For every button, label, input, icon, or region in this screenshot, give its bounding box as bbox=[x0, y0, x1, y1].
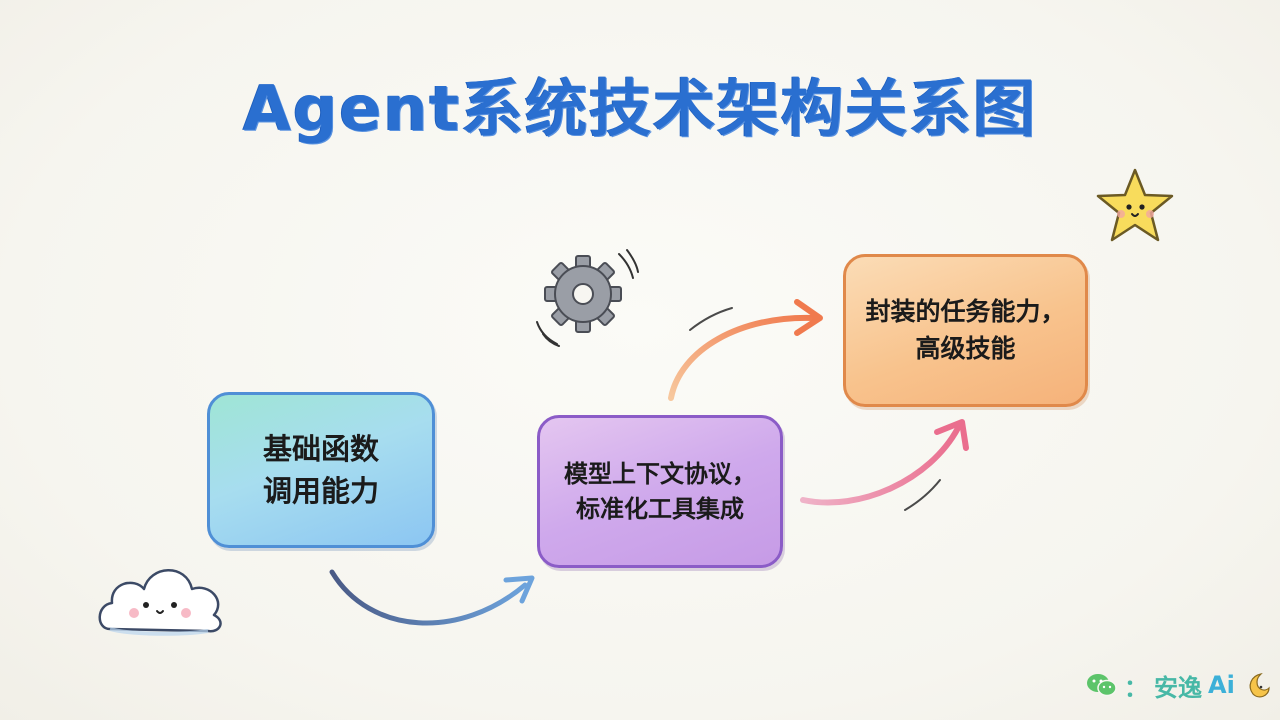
node-skills: 封装的任务能力， 高级技能 bbox=[843, 254, 1088, 407]
watermark: ： 安逸 Ai bbox=[1086, 668, 1271, 702]
watermark-ai: Ai bbox=[1208, 671, 1235, 699]
star-icon bbox=[1096, 168, 1174, 242]
gear-icon bbox=[536, 249, 639, 347]
diagram-title: Agent系统技术架构关系图 bbox=[242, 72, 1038, 145]
arrow-protocol-to-skills-upper bbox=[668, 299, 823, 401]
moon-icon bbox=[1249, 673, 1270, 698]
watermark-colon: ： bbox=[1124, 673, 1148, 702]
arrow-protocol-to-skills-lower bbox=[800, 419, 969, 511]
cloud-icon bbox=[98, 569, 222, 636]
node-function-calling: 基础函数 调用能力 bbox=[207, 392, 435, 548]
node-skills-label: 封装的任务能力， 高级技能 bbox=[865, 297, 1066, 363]
node-function-calling-label: 基础函数 调用能力 bbox=[262, 431, 379, 508]
node-context-protocol-label: 模型上下文协议， 标准化工具集成 bbox=[564, 459, 756, 523]
wechat-icon bbox=[1087, 674, 1117, 697]
watermark-name: 安逸 bbox=[1154, 673, 1202, 702]
arrow-function-to-protocol bbox=[329, 569, 535, 626]
node-context-protocol: 模型上下文协议， 标准化工具集成 bbox=[537, 415, 783, 568]
